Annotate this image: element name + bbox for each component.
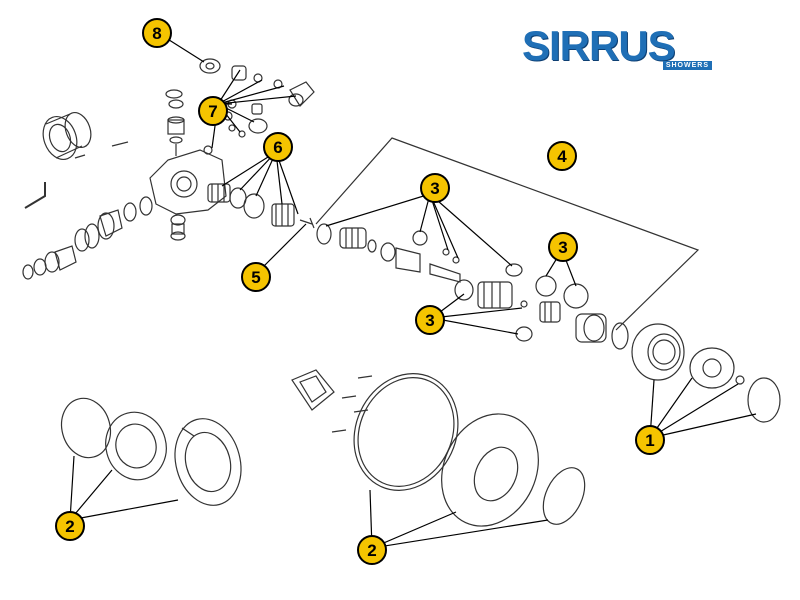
svg-text:3: 3 [558, 238, 567, 257]
svg-text:4: 4 [557, 147, 567, 166]
svg-text:1: 1 [645, 431, 654, 450]
callout-badges: 8 7 6 5 4 3 3 3 [55, 18, 665, 565]
cartridge-assembly [316, 223, 629, 350]
svg-text:5: 5 [251, 268, 260, 287]
svg-text:2: 2 [367, 541, 376, 560]
callout-3-right: 3 [548, 232, 578, 262]
callout-8: 8 [142, 18, 172, 48]
brand-tagline: SHOWERS [662, 61, 712, 70]
top-component-stack [165, 89, 185, 156]
group-2-left-parts [60, 397, 242, 506]
svg-text:2: 2 [65, 517, 74, 536]
valve-body [149, 149, 227, 241]
left-handle-assembly [24, 111, 129, 209]
brand-logo: SIRRUS SHOWERS [522, 22, 718, 72]
svg-text:6: 6 [273, 138, 282, 157]
callout-2-bottom: 2 [357, 535, 387, 565]
callout-1: 1 [635, 425, 665, 455]
svg-text:7: 7 [208, 102, 217, 121]
group-2-bottom-parts [291, 369, 586, 527]
svg-text:3: 3 [430, 179, 439, 198]
brand-name: SIRRUS [522, 22, 676, 69]
group-1-parts [631, 323, 781, 423]
group-6-parts [207, 183, 315, 229]
group-4-bracket [315, 137, 700, 331]
callout-3-top: 3 [420, 173, 450, 203]
callout-7: 7 [198, 96, 228, 126]
left-cartridge-row [22, 196, 153, 280]
callout-2-left: 2 [55, 511, 85, 541]
parts-drawing [22, 58, 781, 527]
callout-6: 6 [263, 132, 293, 162]
group-7-parts [199, 58, 315, 155]
callout-4: 4 [547, 141, 577, 171]
svg-text:8: 8 [152, 24, 161, 43]
svg-text:3: 3 [425, 311, 434, 330]
callout-5: 5 [241, 262, 271, 292]
callout-3-lower: 3 [415, 305, 445, 335]
